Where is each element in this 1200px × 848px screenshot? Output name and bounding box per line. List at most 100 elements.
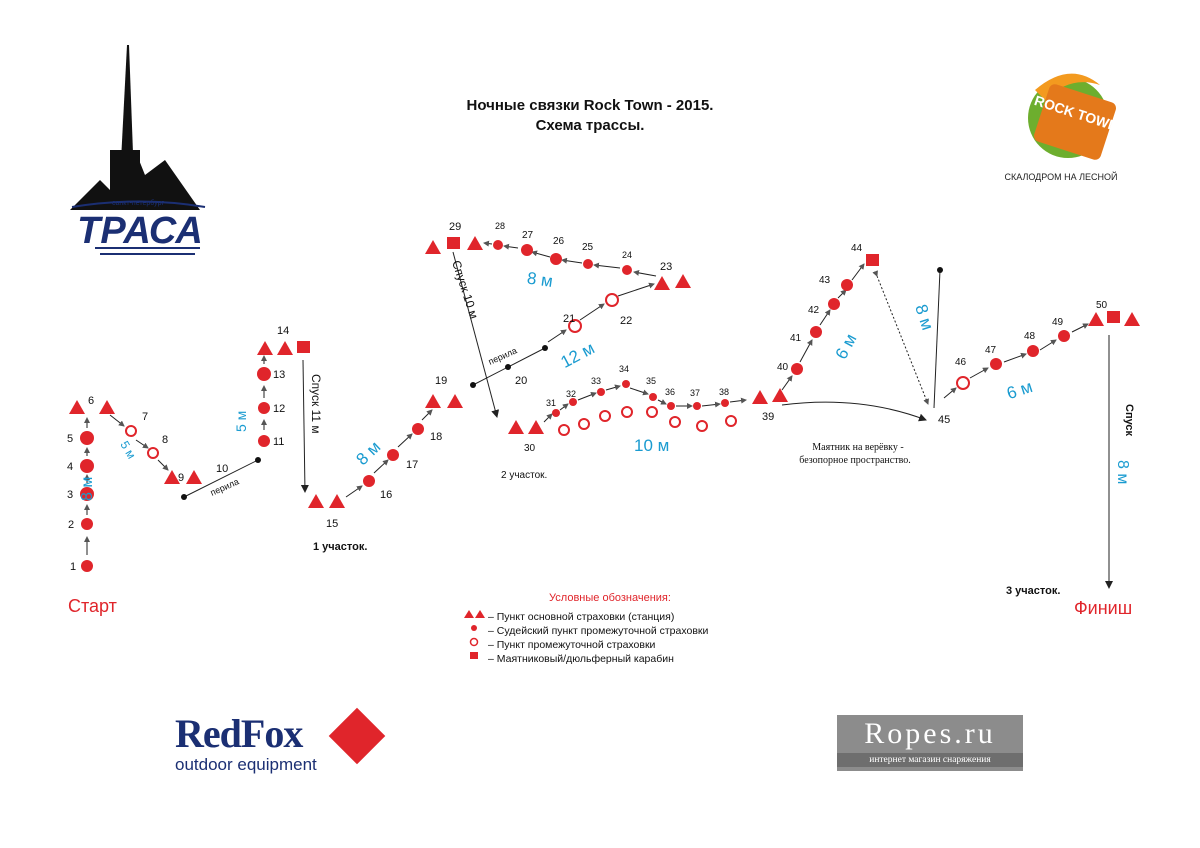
point-number: 1 (70, 561, 76, 573)
judge-point (81, 518, 93, 530)
station-triangle (447, 394, 463, 408)
point-number: 20 (515, 375, 527, 387)
station-triangle (425, 394, 441, 408)
judge-point (257, 367, 271, 381)
carabiner-square (297, 341, 310, 353)
pendulum-note: Маятник на верёвку - безопорное простран… (799, 442, 910, 466)
judge-point (597, 388, 605, 396)
station-triangle (425, 240, 441, 254)
legend-station-symbol (464, 610, 474, 618)
rail-anchor (542, 345, 548, 351)
station-triangle (186, 470, 202, 484)
point-number: 23 (660, 261, 672, 273)
point-number: 33 (591, 376, 601, 386)
judge-point (841, 279, 853, 291)
title-line-1: Ночные связки Rock Town - 2015. (466, 97, 714, 114)
rail-anchor (181, 494, 187, 500)
redfox-logo: RedFox outdoor equipment (175, 707, 405, 782)
legend-station-symbol (475, 610, 485, 618)
point-number: 9 (178, 472, 184, 484)
point-number: 41 (790, 333, 802, 344)
point-number: 16 (380, 489, 392, 501)
judge-point (81, 560, 93, 572)
station-triangle (772, 388, 788, 402)
point-number: 36 (665, 387, 675, 397)
judge-point (521, 244, 533, 256)
carabiner-square (447, 237, 460, 249)
point-number: 17 (406, 459, 418, 471)
spb-logo: санкт-петербург ТРАСА (70, 45, 206, 255)
distance-labels: 8 м 5 м 5 м 8 м 8 м 12 м 10 м 6 м 8 м 6 … (79, 269, 1131, 501)
intermediate-point (605, 293, 619, 307)
judge-point (693, 402, 701, 410)
point-number: 8 (162, 434, 168, 446)
judge-point (667, 402, 675, 410)
legend-item: – Пункт промежуточной страховки (450, 638, 770, 652)
intermediate-point (599, 410, 611, 422)
station-triangle (69, 400, 85, 414)
finish-label: Финиш (1074, 598, 1133, 618)
station-triangle (164, 470, 180, 484)
point-number: 13 (273, 369, 285, 381)
ropes-logo: Ropes.ru интернет магазин снаряжения (837, 715, 1023, 771)
judge-point (552, 409, 560, 417)
ropes-logo-text: Ropes.ru (864, 717, 996, 750)
point-number: 46 (955, 357, 967, 368)
point-number: 49 (1052, 317, 1064, 328)
pendulum-line-2: безопорное пространство. (799, 455, 910, 466)
judge-point (550, 253, 562, 265)
legend-item: – Пункт основной страховки (станция) (450, 610, 770, 624)
point-numbers: 1 2 3 4 5 6 7 8 9 10 11 12 13 14 15 16 1… (67, 221, 1108, 573)
point-number: 19 (435, 375, 447, 387)
section-labels: 1 участок. 2 участок. 3 участок. (313, 470, 1060, 597)
rope-anchor (937, 267, 943, 273)
point-number: 40 (777, 362, 789, 373)
station-triangle (654, 276, 670, 290)
rail-anchor (255, 457, 261, 463)
point-number: 11 (273, 436, 284, 448)
ropes-logo-sub: интернет магазин снаряжения (837, 753, 1023, 767)
point-number: 29 (449, 221, 461, 233)
station-triangle (1088, 312, 1104, 326)
intermediate-point (125, 425, 137, 437)
legend-symbols (464, 610, 485, 659)
intermediate-point (669, 416, 681, 428)
judge-point (258, 435, 270, 447)
legend: Условные обозначения: – Пункт основной с… (450, 592, 770, 666)
pendulum-line-1: Маятник на верёвку - (812, 442, 903, 453)
rail-label: перила (209, 476, 241, 497)
point-number: 15 (326, 518, 338, 530)
judge-point (80, 431, 94, 445)
station-triangle (467, 236, 483, 250)
redfox-logo-text: RedFox (175, 711, 303, 756)
section-2-label: 2 участок. (501, 470, 547, 481)
intermediate-point (147, 447, 159, 459)
point-number: 30 (524, 443, 536, 454)
section-3-label: 3 участок. (1006, 585, 1060, 597)
descent-11-label: Спуск 11 м (309, 374, 323, 434)
judge-point (622, 265, 632, 275)
point-number: 32 (566, 389, 576, 399)
station-triangle (99, 400, 115, 414)
station-triangle (329, 494, 345, 508)
descent-10-label: Спуск 10 м (449, 259, 481, 321)
redfox-logo-sub: outdoor equipment (175, 755, 317, 774)
descent-8-word: Спуск (1123, 404, 1135, 437)
judge-point (80, 487, 94, 501)
point-number: 14 (277, 325, 289, 337)
judge-point (583, 259, 593, 269)
legend-item-text: – Маятниковый/дюльферный карабин (488, 653, 674, 665)
judge-point (80, 459, 94, 473)
diagram-title: Ночные связки Rock Town - 2015. Схема тр… (390, 96, 790, 136)
point-number: 44 (851, 243, 863, 254)
point-number: 38 (719, 387, 729, 397)
judge-point (1027, 345, 1039, 357)
station-triangle (752, 390, 768, 404)
distance-label: 6 м (1004, 377, 1034, 403)
judge-point (387, 449, 399, 461)
intermediate-point (646, 406, 658, 418)
legend-item-text: – Судейский пункт промежуточной страховк… (488, 625, 709, 637)
point-number: 3 (67, 489, 73, 501)
distance-label: 5 м (233, 411, 249, 432)
